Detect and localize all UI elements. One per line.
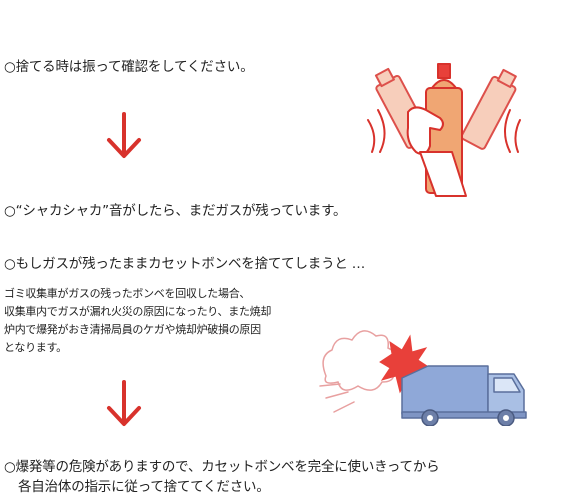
warning-line: 収集車内でガスが漏れ火災の原因になったり、また焼却: [4, 305, 272, 318]
warning-line: 炉内で爆発がおき清掃局員のケガや焼却炉破損の原因: [4, 323, 261, 336]
shaking-gas-can-illustration: [367, 63, 521, 197]
step-discard-consequence: ○もしガスが残ったままカセットボンベを捨ててしまうと …: [4, 256, 366, 272]
warning-line: ゴミ収集車がガスの残ったボンベを回収した場合、: [4, 287, 251, 300]
down-arrow-icon: [107, 380, 141, 426]
down-arrow-icon: [107, 112, 141, 158]
step-shake-check: ○捨てる時は振って確認をしてください。: [4, 59, 254, 75]
step-follow-local-rules: 各自治体の指示に従って捨ててください。: [18, 479, 270, 495]
step-sound-warning: ○“シャカシャカ”音がしたら、まだガスが残っています。: [4, 203, 347, 219]
step-use-completely: ○爆発等の危険がありますので、カセットボンベを完全に使いきってから: [4, 459, 440, 475]
warning-line: となります。: [4, 341, 67, 354]
warning-paragraph: ゴミ収集車がガスの残ったボンベを回収した場合、 収集車内でガスが漏れ火災の原因に…: [4, 285, 314, 357]
garbage-truck-explosion-illustration: [319, 330, 527, 426]
